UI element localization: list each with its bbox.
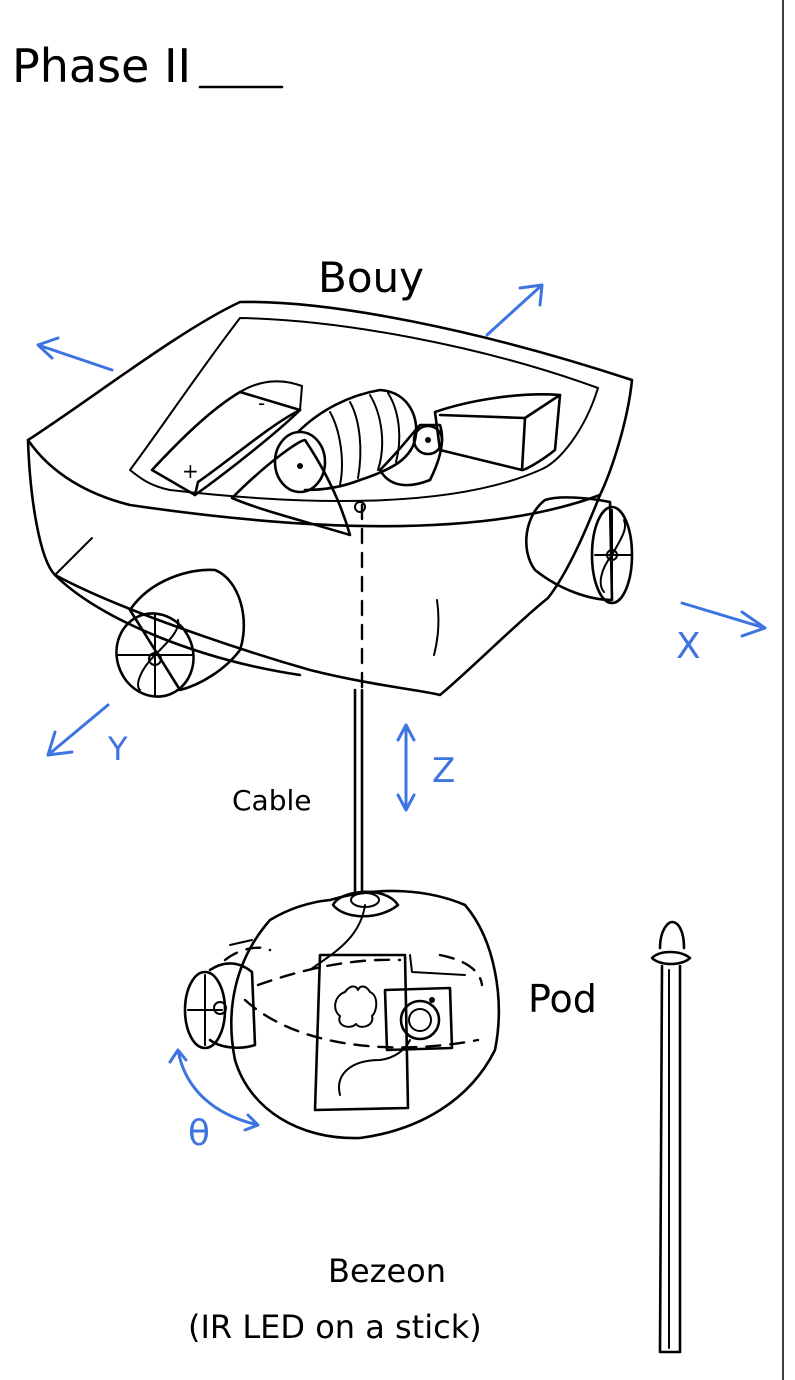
right-thruster [524, 496, 634, 605]
battery-minus-mark: - [258, 391, 265, 415]
pod-label: Pod [528, 977, 597, 1021]
buoy-box [26, 300, 634, 697]
axis-label-theta: θ [188, 1113, 210, 1154]
axis-arrow-x [680, 601, 767, 638]
bouy-label: Bouy [318, 253, 424, 302]
cable-winch [230, 388, 444, 537]
axis-label-z: Z [432, 751, 455, 791]
axis-arrow-theta [168, 1048, 260, 1132]
buoy-electronics-box [433, 393, 562, 472]
beacon-label: Bezeon [328, 1252, 446, 1290]
axis-label-y: Y [107, 730, 128, 768]
axis-arrows [36, 283, 767, 1132]
axis-arrow-upper-right [485, 283, 544, 337]
battery-plus-mark: + [182, 459, 199, 483]
beacon-description: (IR LED on a stick) [188, 1308, 482, 1346]
axis-label-x: X [676, 626, 701, 667]
cable-label: Cable [232, 784, 312, 817]
axis-arrow-y [46, 703, 110, 757]
pod [183, 889, 501, 1140]
tether-exit-ring [354, 501, 366, 513]
left-thruster [115, 568, 246, 698]
axis-arrow-upper-left [36, 336, 114, 372]
sketch-title: Phase II [12, 39, 191, 93]
spool-axle-left [297, 463, 303, 469]
cable [353, 688, 364, 894]
beacon-stick [650, 920, 692, 1354]
axis-arrow-z [396, 723, 416, 812]
battery: + - [150, 380, 303, 497]
